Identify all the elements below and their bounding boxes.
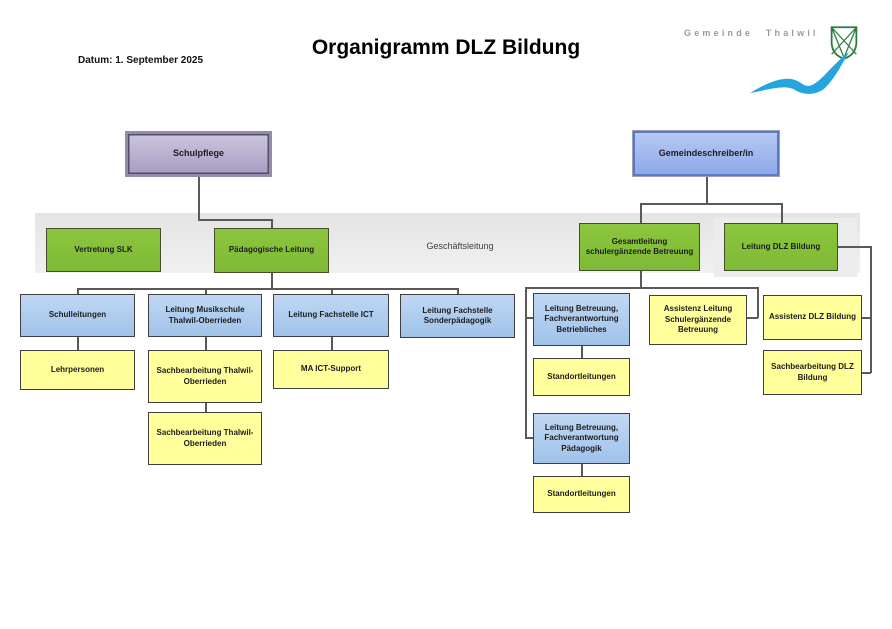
connector-line bbox=[331, 337, 333, 350]
connector-line bbox=[77, 288, 79, 295]
logo-municipality-name: Gemeinde Thalwil bbox=[684, 28, 819, 38]
connector-line bbox=[757, 287, 759, 318]
org-box-sachbearbeitung-musikschule-1: Sachbearbeitung Thalwil-Oberrieden bbox=[148, 350, 262, 403]
connector-line bbox=[331, 288, 333, 295]
connector-line bbox=[525, 287, 527, 438]
org-box-lehrpersonen: Lehrpersonen bbox=[20, 350, 135, 390]
org-box-leitung-fachstelle-ict: Leitung Fachstelle ICT bbox=[273, 294, 389, 337]
org-box-leitung-betreuung-paedagogik: Leitung Betreuung, Fachverantwortung Päd… bbox=[533, 413, 630, 464]
connector-line bbox=[77, 337, 79, 350]
org-box-assistenz-leitung-betreuung: Assistenz Leitung Schulergänzende Betreu… bbox=[649, 295, 747, 345]
org-box-leitung-musikschule: Leitung Musikschule Thalwil-Oberrieden bbox=[148, 294, 262, 337]
connector-line bbox=[198, 219, 272, 221]
connector-line bbox=[747, 317, 758, 319]
connector-line bbox=[640, 271, 642, 288]
connector-line bbox=[581, 346, 583, 358]
connector-line bbox=[198, 177, 200, 219]
connector-line bbox=[525, 287, 758, 289]
connector-line bbox=[525, 437, 534, 439]
connector-line bbox=[640, 203, 642, 224]
org-box-standortleitungen-betrieblich: Standortleitungen bbox=[533, 358, 630, 396]
blue-wave-icon bbox=[748, 52, 863, 103]
connector-line bbox=[862, 372, 871, 374]
org-box-gemeindeschreiber: Gemeindeschreiber/in bbox=[633, 131, 779, 176]
connector-line bbox=[781, 203, 783, 224]
connector-line bbox=[640, 203, 782, 205]
org-box-schulleitungen: Schulleitungen bbox=[20, 294, 135, 337]
connector-line bbox=[205, 337, 207, 350]
connector-line bbox=[525, 317, 534, 319]
org-box-schulpflege: Schulpflege bbox=[125, 131, 272, 177]
org-box-assistenz-dlz-bildung: Assistenz DLZ Bildung bbox=[763, 295, 862, 340]
connector-line bbox=[271, 219, 273, 229]
org-box-paedagogische-leitung: Pädagogische Leitung bbox=[214, 228, 329, 273]
org-box-gesamtleitung-betreuung: Gesamtleitung schulergänzende Betreuung bbox=[579, 223, 700, 271]
org-box-ma-ict-support: MA ICT-Support bbox=[273, 350, 389, 389]
org-box-leitung-betreuung-betriebliches: Leitung Betreuung, Fachverantwortung Bet… bbox=[533, 293, 630, 346]
connector-line bbox=[870, 246, 872, 373]
connector-line bbox=[271, 272, 273, 289]
connector-line bbox=[581, 463, 583, 476]
band-label: Geschäftsleitung bbox=[426, 241, 494, 251]
org-box-leitung-fachstelle-sonderpaedagogik: Leitung Fachstelle Sonderpädagogik bbox=[400, 294, 515, 338]
org-box-leitung-dlz-bildung: Leitung DLZ Bildung bbox=[724, 223, 838, 271]
org-box-sachbearbeitung-dlz-bildung: Sachbearbeitung DLZ Bildung bbox=[763, 350, 862, 395]
connector-line bbox=[77, 288, 458, 290]
page-title: Organigramm DLZ Bildung bbox=[311, 36, 581, 59]
connector-line bbox=[706, 176, 708, 203]
org-box-standortleitungen-paedagogik: Standortleitungen bbox=[533, 476, 630, 513]
connector-line bbox=[838, 246, 871, 248]
connector-line bbox=[205, 403, 207, 413]
connector-line bbox=[457, 288, 459, 295]
org-box-vertretung-slk: Vertretung SLK bbox=[46, 228, 161, 272]
date-label: Datum: 1. September 2025 bbox=[78, 55, 204, 66]
connector-line bbox=[205, 288, 207, 295]
connector-line bbox=[862, 317, 871, 319]
org-box-sachbearbeitung-musikschule-2: Sachbearbeitung Thalwil-Oberrieden bbox=[148, 412, 262, 465]
